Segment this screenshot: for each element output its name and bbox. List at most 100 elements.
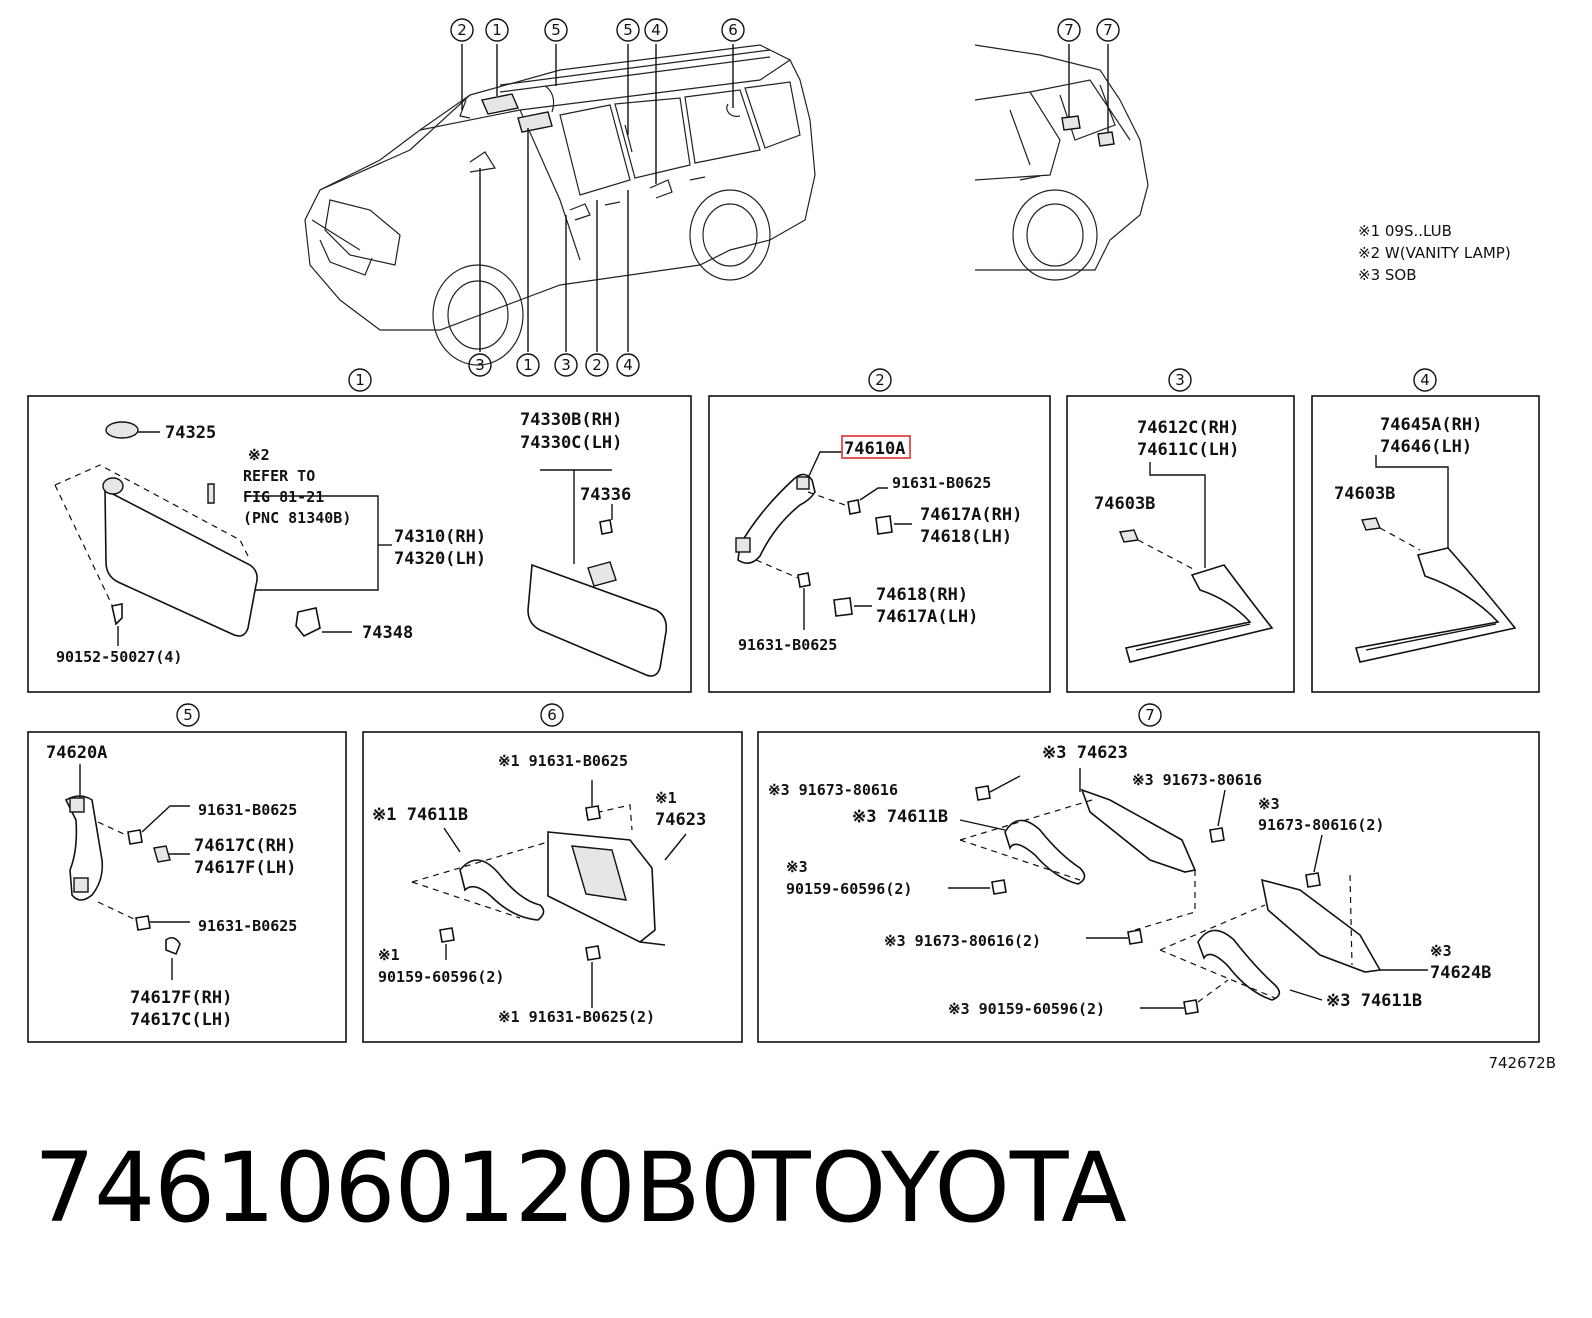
legend-note-2: ※2 W(VANITY LAMP) [1358, 244, 1511, 262]
overview-callouts-top: 2 1 5 5 4 6 7 7 [450, 18, 1120, 42]
overview-leader-lines [461, 44, 1109, 352]
p5-label-74617f-lh: 74617F(LH) [194, 858, 296, 878]
callout-3b-bottom: 3 [554, 353, 578, 377]
p5-label-74617c-lh: 74617C(LH) [130, 1010, 232, 1030]
callout-5-top: 5 [544, 18, 568, 42]
p6-label-note1: ※1 [655, 789, 677, 807]
panel-2: 2 74610A 91631-B0625 74617A(RH) 74618(LH… [708, 368, 1051, 693]
p4-label-74603b: 74603B [1334, 484, 1395, 504]
p6-label-90159: 90159-60596(2) [378, 968, 504, 986]
callout-6-top: 6 [721, 18, 745, 42]
callout-2-bottom: 2 [585, 353, 609, 377]
p7-label-91673-a: ※3 91673-80616 [768, 781, 898, 799]
svg-text:6: 6 [728, 21, 738, 39]
svg-text:4: 4 [651, 21, 661, 39]
p7-label-90159-b: ※3 90159-60596(2) [948, 1000, 1105, 1018]
highlight-box [841, 435, 911, 459]
p5-label-74620a: 74620A [46, 743, 107, 763]
p1-label-74330b: 74330B(RH) [520, 410, 622, 430]
panel-4: 4 74645A(RH) 74646(LH) 74603B [1311, 368, 1540, 693]
overview-callouts-bottom: 3 1 3 2 4 [468, 353, 640, 377]
p7-label-91673-d: ※3 91673-80616(2) [884, 932, 1041, 950]
p1-label-74310: 74310(RH) [394, 527, 486, 547]
p5-label-74617f-rh: 74617F(RH) [130, 988, 232, 1008]
p2-label-91631-a: 91631-B0625 [892, 474, 991, 492]
panel-6: 6 ※1 91631-B0625 ※1 74611B ※1 74623 ※1 9… [362, 703, 743, 1043]
vehicle-rear-illustration [974, 44, 1149, 281]
callout-5b-top: 5 [616, 18, 640, 42]
legend-note-3: ※3 SOB [1358, 266, 1417, 284]
callout-4-bottom: 4 [616, 353, 640, 377]
p7-label-note3-c: ※3 [1430, 942, 1452, 960]
panel-7-number: 7 [1145, 706, 1155, 724]
callout-1-top: 1 [485, 18, 509, 42]
p2-label-74610a: 74610A [844, 439, 905, 459]
panel-1-number: 1 [355, 371, 365, 389]
p5-label-74617c-rh: 74617C(RH) [194, 836, 296, 856]
figure-code: 742672B [1488, 1054, 1556, 1072]
panel-5: 5 74620A 91631-B0625 74617C(RH) 74617F(L… [27, 703, 347, 1043]
p2-label-74617a-lh: 74617A(LH) [876, 607, 978, 627]
panel-2-number: 2 [875, 371, 885, 389]
p7-label-74611b-lower: ※3 74611B [1326, 991, 1422, 1011]
p6-label-91631-bottom: ※1 91631-B0625(2) [498, 1008, 655, 1026]
callout-1-bottom: 1 [516, 353, 540, 377]
p6-label-91631-top: ※1 91631-B0625 [498, 752, 628, 770]
p1-label-pnc: (PNC 81340B) [243, 509, 351, 527]
p1-label-74320: 74320(LH) [394, 549, 486, 569]
p1-label-refer: REFER TO [243, 467, 315, 485]
p7-label-note3-b: ※3 [786, 858, 808, 876]
p1-label-note2: ※2 [248, 446, 270, 464]
p1-label-fig: FIG 81-21 [243, 488, 324, 506]
p5-label-91631-b: 91631-B0625 [198, 917, 297, 935]
p3-label-74612c: 74612C(RH) [1137, 418, 1239, 438]
svg-text:5: 5 [551, 21, 561, 39]
callout-7b-top: 7 [1096, 18, 1120, 42]
svg-text:7: 7 [1064, 21, 1074, 39]
parts-diagram: 2 1 5 5 4 6 7 7 3 1 3 2 4 ※1 09S..LUB ※2… [27, 18, 1556, 1072]
p4-label-74646: 74646(LH) [1380, 437, 1472, 457]
footer-part-number: 7461060120B0 [34, 1132, 761, 1244]
p1-label-74325: 74325 [165, 423, 216, 443]
svg-text:1: 1 [523, 356, 533, 374]
p1-label-74330c: 74330C(LH) [520, 433, 622, 453]
panel-6-number: 6 [547, 706, 557, 724]
p6-label-note1b: ※1 [378, 946, 400, 964]
p3-label-74603b: 74603B [1094, 494, 1155, 514]
callout-7a-top: 7 [1057, 18, 1081, 42]
svg-text:2: 2 [457, 21, 467, 39]
svg-text:7: 7 [1103, 21, 1113, 39]
legend-note-1: ※1 09S..LUB [1358, 222, 1452, 240]
callout-3-bottom: 3 [468, 353, 492, 377]
svg-text:1: 1 [492, 21, 502, 39]
p6-label-74623: 74623 [655, 810, 706, 830]
panel-3-number: 3 [1175, 371, 1185, 389]
p2-label-74618-rh: 74618(RH) [876, 585, 968, 605]
footer-brand: TOYOTA [752, 1132, 1127, 1244]
panel-4-number: 4 [1420, 371, 1430, 389]
p7-label-90159-a: 90159-60596(2) [786, 880, 912, 898]
svg-text:3: 3 [475, 356, 485, 374]
p1-label-90152: 90152-50027(4) [56, 648, 182, 666]
p7-label-74624b: 74624B [1430, 963, 1491, 983]
p7-label-note3-a: ※3 [1258, 795, 1280, 813]
p7-label-74623: ※3 74623 [1042, 743, 1128, 763]
p4-label-74645a: 74645A(RH) [1380, 415, 1482, 435]
p3-label-74611c: 74611C(LH) [1137, 440, 1239, 460]
panel-7: 7 ※3 74623 ※3 91673-80616 ※ [757, 703, 1540, 1043]
p2-label-91631-b: 91631-B0625 [738, 636, 837, 654]
panel-1: 1 74325 ※2 REFER TO FIG 81-21 (PNC 81340… [27, 368, 692, 693]
panel-5-number: 5 [183, 706, 193, 724]
svg-text:3: 3 [561, 356, 571, 374]
callout-2-top: 2 [450, 18, 474, 42]
svg-text:5: 5 [623, 21, 633, 39]
p1-label-74336: 74336 [580, 485, 631, 505]
p2-label-74618-lh: 74618(LH) [920, 527, 1012, 547]
p5-label-91631-a: 91631-B0625 [198, 801, 297, 819]
p7-label-91673-b: ※3 91673-80616 [1132, 771, 1262, 789]
p7-label-91673-c: 91673-80616(2) [1258, 816, 1384, 834]
p7-label-74611b-upper: ※3 74611B [852, 807, 948, 827]
panel-3: 3 74612C(RH) 74611C(LH) 74603B [1066, 368, 1295, 693]
p1-label-74348: 74348 [362, 623, 413, 643]
